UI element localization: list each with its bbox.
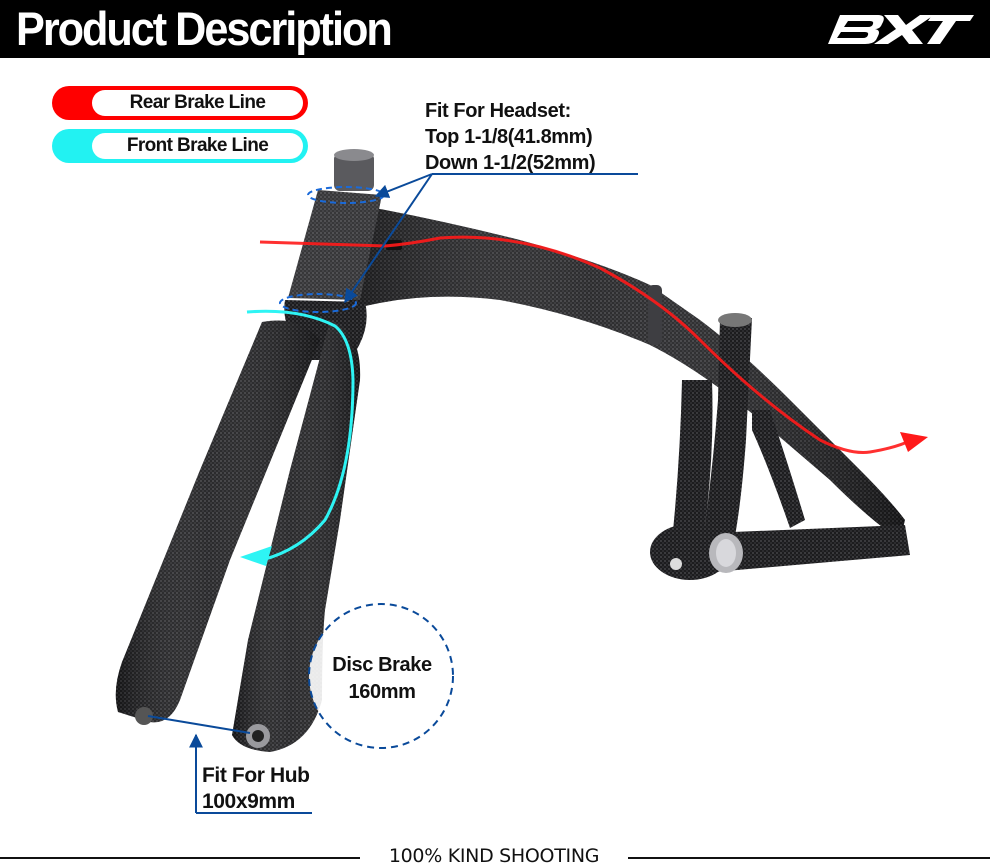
front-brake-line-path [246,309,355,562]
legend-rear-brake-label: Rear Brake Line [92,90,303,116]
hub-axle-line [147,715,251,734]
front-brake-arrowhead-icon [240,546,272,566]
headset-down-pointer [344,173,433,304]
header-bar: Product Description [0,0,990,58]
bxt-logo [828,15,974,44]
frame-body [288,149,910,580]
disc-brake-size: 160mm [348,681,416,703]
hub-label: Fit For Hub [202,764,310,787]
legend-front-brake-label: Front Brake Line [92,133,303,159]
legend-front-brake-line: Front Brake Line [52,129,308,163]
disc-brake-callout: Disc Brake 160mm [310,652,454,706]
headset-top-pointer [374,173,433,198]
footer-divider-left [0,857,360,859]
hub-callout: Fit For Hub 100x9mm [202,763,310,815]
headset-title: Fit For Headset: [425,100,571,122]
headset-callout: Fit For Headset: Top 1-1/8(41.8mm) Down … [425,98,596,176]
page-title: Product Description [16,2,393,55]
rear-brake-line-path [259,235,913,454]
headset-top-spec: Top 1-1/8(41.8mm) [425,126,593,148]
hub-size: 100x9mm [202,790,295,813]
disc-brake-circle [308,603,454,749]
disc-brake-label: Disc Brake [332,654,432,676]
footer-caption: 100% KIND SHOOTING [388,845,600,867]
legend-rear-brake-line: Rear Brake Line [52,86,308,120]
front-fork [115,300,367,752]
rear-brake-arrowhead-icon [900,432,928,452]
footer-divider-right [628,857,990,859]
headset-down-spec: Down 1-1/2(52mm) [425,152,596,174]
